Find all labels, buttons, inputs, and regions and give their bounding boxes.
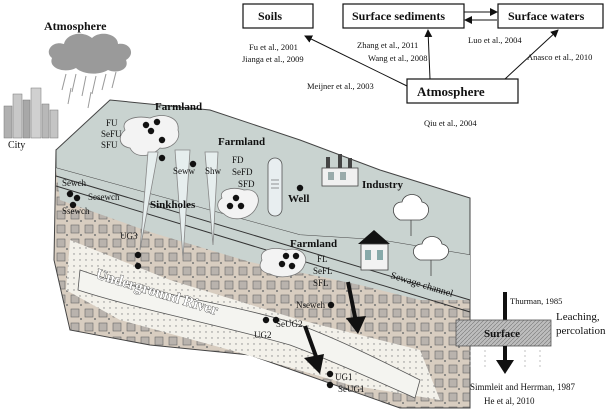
label-shw: Shw [205,166,222,176]
industry-icon [321,154,359,187]
label-sefl: SeFL [313,266,333,276]
sample-points-sewch [66,190,81,209]
farmland-top-label: Farmland [155,101,202,113]
sewage-channel-line-bottom [55,185,471,313]
label-sewch: Sewch [62,178,86,188]
surface-waters-label: Surface waters [508,9,585,23]
sample-points-farmland-top [142,118,166,144]
ref-meijner-2003: Meijner et al., 2003 [307,81,374,91]
label-sfl: SFL [313,278,329,288]
farmland-top-field [119,115,180,156]
surface-sediments-box [342,3,465,29]
label-seug1: SeUG1 [338,384,365,394]
farmland-mid-label: Farmland [218,136,265,148]
flow-diagram: Soils Surface sediments Surface waters A… [242,3,604,128]
sample-point-shw [189,160,197,168]
label-ug2: UG2 [254,330,272,340]
soils-box [242,3,314,29]
leaching-inset: Thurman, 1985 Surface Leaching, percolat… [455,292,606,406]
ref-qiu-2004: Qiu et al., 2004 [424,118,477,128]
ref-wang-2008: Wang et al., 2008 [368,53,428,63]
atmosphere-to-sediments-arrow [424,29,433,80]
sample-points-ug2 [262,316,280,324]
ref-simmleit-1987: Simmleit and Herrman, 1987 [470,382,575,392]
atmosphere-box-label: Atmosphere [417,84,485,99]
surface-sediments-label: Surface sediments [352,9,445,23]
well-icon [267,157,283,217]
ref-luo-2004: Luo et al., 2004 [468,35,522,45]
label-fd: FD [232,155,244,165]
farmland-low-label: Farmland [290,238,337,250]
farmland-mid-field [217,188,259,220]
label-fu: FU [106,118,118,128]
city-icon [3,87,59,139]
surface-block [455,319,552,347]
label-nsewch: Nsewch [296,300,325,310]
soils-label: Soils [258,9,282,23]
label-ssewch: Ssewch [62,206,90,216]
inset-dash-lines [469,350,541,370]
ref-zhang-2011: Zhang et al., 2011 [357,40,418,50]
sample-point-seww [158,154,166,162]
sinkhole-left [139,151,159,251]
sinkhole-mid [174,149,191,259]
sinkhole-right [204,151,219,246]
sample-point-nsewch [327,301,335,309]
leaching-label: Leaching, [556,311,600,323]
industry-label: Industry [362,179,403,191]
ref-jianga-2009: Jianga et al., 2009 [242,54,304,64]
sinkholes-label: Sinkholes [150,199,196,211]
house-icon [358,230,390,271]
sample-points-farmland-low [278,252,300,270]
sewage-channel-line-top [55,175,471,301]
label-sefu: SeFU [101,129,122,139]
cloud-icon [48,33,132,109]
label-ug1: UG1 [335,372,353,382]
tree-icons [393,194,449,276]
sample-points-ug1 [326,370,334,389]
label-seug2: SeUG2 [276,319,303,329]
label-sesewch: Sesewch [88,192,120,202]
ref-he-2010: He et al, 2010 [484,396,535,406]
ref-thurman-1985: Thurman, 1985 [510,296,562,306]
label-ug3: UG3 [120,231,138,241]
well-water-lines [271,179,279,189]
sample-point-well [296,184,304,192]
downward-arrows [303,281,366,374]
ref-anasco-2010: Anasco et al., 2010 [527,52,592,62]
ref-fu-2001: Fu et al., 2001 [249,42,298,52]
sample-points-farmland-mid [226,194,245,210]
atmosphere-to-soils-arrow [304,35,408,87]
surface-waters-box [497,3,604,29]
percolation-label: percolation [556,325,606,337]
label-seww: Seww [173,166,195,176]
sample-points-ug3 [134,251,142,270]
label-sefd: SeFD [232,167,253,177]
inset-arrow-head [496,360,514,374]
atmosphere-label: Atmosphere [44,19,107,33]
atmosphere-to-waters-arrow [504,29,559,80]
city-label: City [8,140,25,151]
well-label: Well [288,193,309,205]
label-fl: FL [317,254,328,264]
underground-river [77,269,421,399]
surface-block-label: Surface [484,328,520,340]
label-sfu: SFU [101,140,118,150]
label-sfd: SFD [238,179,255,189]
atmosphere-box [406,78,519,104]
